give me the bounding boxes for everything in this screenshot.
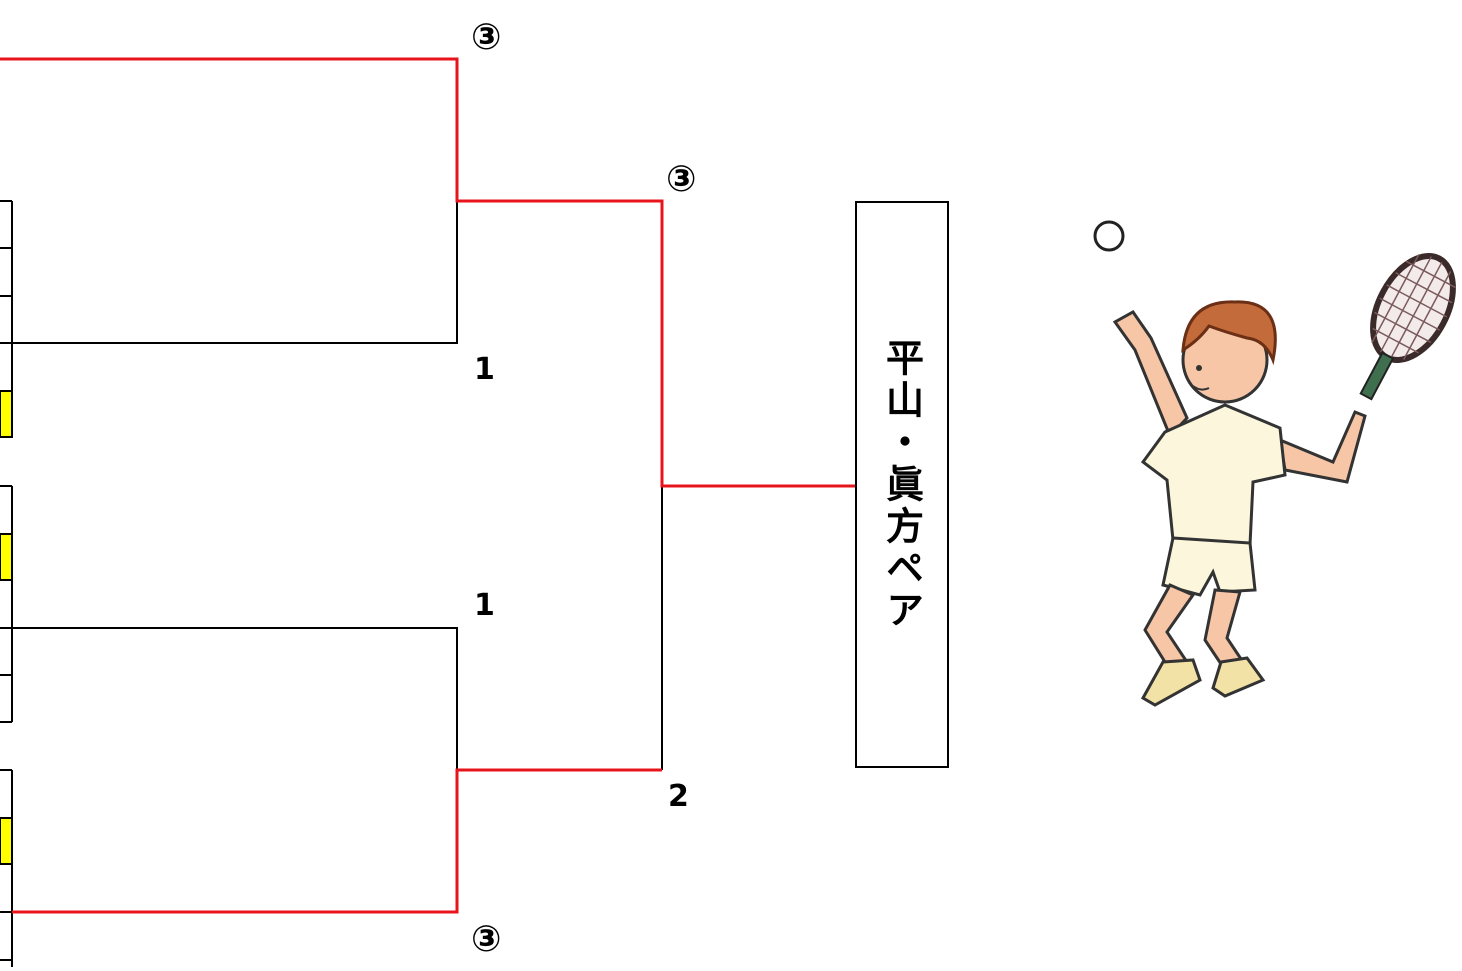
score-upper-loser: 1 (474, 352, 495, 387)
score-bottom-match: ③ (471, 919, 502, 960)
losing-paths (12, 201, 663, 771)
lower-loser-line (12, 627, 458, 770)
lower-winner-line (12, 768, 662, 914)
upper-winner-line (0, 57, 855, 488)
score-top-match: ③ (471, 17, 502, 58)
highlight-cell (0, 390, 13, 438)
upper-loser-line (12, 201, 458, 344)
highlight-cell (0, 817, 13, 865)
score-final-bottom: 2 (668, 779, 689, 814)
winner-box: 平山・眞方ペア (855, 201, 949, 768)
tennis-player-serving-icon (1093, 220, 1456, 707)
winner-name: 平山・眞方ペア (879, 337, 924, 632)
score-lower-loser-top: 1 (474, 588, 495, 623)
score-final-top: ③ (666, 159, 697, 200)
highlight-cell (0, 533, 13, 581)
winning-paths (0, 57, 855, 914)
entry-table (0, 200, 13, 967)
